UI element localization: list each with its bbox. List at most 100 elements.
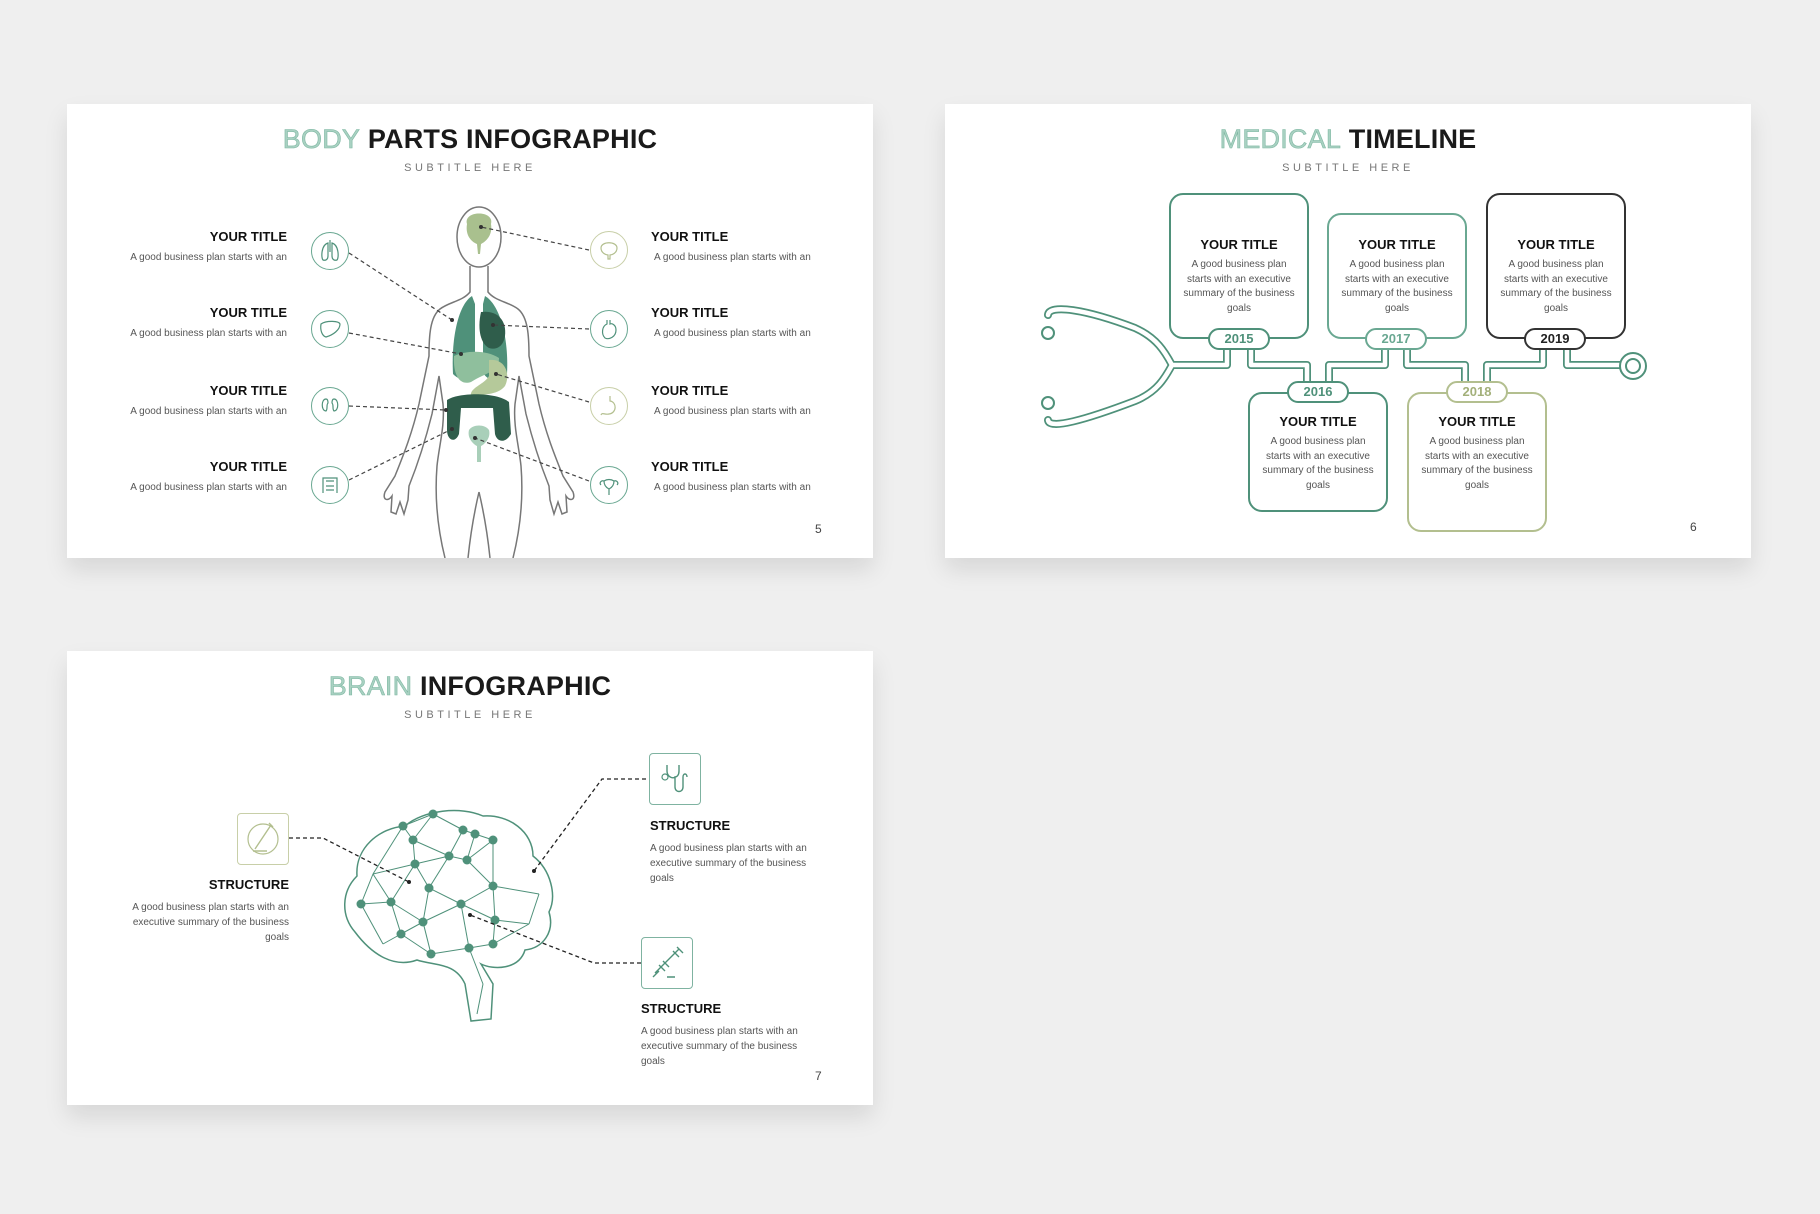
network-edge bbox=[466, 859, 494, 887]
uterus-organ bbox=[468, 425, 490, 462]
slide-brain-infographic[interactable]: BRAIN INFOGRAPHIC SUBTITLE HERE STRUCTUR… bbox=[67, 651, 873, 1105]
network-edge bbox=[412, 839, 450, 857]
network-node bbox=[458, 825, 468, 835]
page-number: 7 bbox=[815, 1069, 822, 1083]
organs bbox=[447, 213, 511, 462]
network-edge bbox=[430, 947, 470, 955]
year-badge-2015: 2015 bbox=[1208, 328, 1270, 350]
body-left-half bbox=[383, 266, 471, 558]
legs-inner bbox=[467, 491, 491, 558]
slide-medical-timeline[interactable]: MEDICAL TIMELINE SUBTITLE HERE YOUR TITL… bbox=[945, 104, 1751, 558]
structure-desc: A good business plan starts with an exec… bbox=[650, 843, 807, 884]
network-node bbox=[470, 829, 480, 839]
network-edge bbox=[448, 829, 464, 857]
title-outline-word: BRAIN bbox=[328, 671, 413, 702]
structure-title: STRUCTURE bbox=[641, 1001, 722, 1016]
slide-title: BRAIN INFOGRAPHIC bbox=[67, 671, 873, 702]
network-node bbox=[410, 859, 420, 869]
syringe-icon bbox=[641, 937, 693, 989]
intestine-icon bbox=[311, 466, 349, 504]
timeline-card-2018: YOUR TITLE A good business plan starts w… bbox=[1407, 392, 1547, 532]
network-node bbox=[386, 897, 396, 907]
network-edge bbox=[528, 893, 540, 925]
network-edge bbox=[492, 923, 530, 945]
body-right-half bbox=[487, 266, 575, 558]
network-node bbox=[464, 943, 474, 953]
card-title: YOUR TITLE bbox=[1358, 237, 1436, 252]
stethoscope-icon bbox=[649, 753, 701, 805]
network-edge bbox=[400, 933, 432, 955]
network-edge bbox=[390, 863, 416, 903]
lungs-icon bbox=[311, 232, 349, 270]
timeline-card-2019: YOUR TITLE A good business plan starts w… bbox=[1486, 193, 1626, 339]
network-edge bbox=[428, 855, 450, 889]
kidneys-icon bbox=[311, 387, 349, 425]
network-node bbox=[424, 883, 434, 893]
network-node bbox=[490, 915, 500, 925]
network-edge bbox=[360, 903, 384, 945]
network-node bbox=[356, 899, 366, 909]
network-edge bbox=[372, 863, 416, 875]
slide-body-parts[interactable]: BODY PARTS INFOGRAPHIC SUBTITLE HERE bbox=[67, 104, 873, 558]
network-edge bbox=[466, 833, 476, 861]
left-item-desc: A good business plan starts with an bbox=[130, 328, 287, 339]
title-solid-words: PARTS INFOGRAPHIC bbox=[367, 124, 658, 154]
right-item-title: YOUR TITLE bbox=[651, 305, 729, 320]
network-edge bbox=[432, 813, 464, 831]
network-edge bbox=[492, 885, 540, 895]
year-badge-2019: 2019 bbox=[1524, 328, 1586, 350]
network-edge bbox=[468, 947, 484, 985]
left-item-desc: A good business plan starts with an bbox=[130, 252, 287, 263]
uterus-icon bbox=[590, 466, 628, 504]
card-title: YOUR TITLE bbox=[1279, 414, 1357, 429]
card-desc: A good business plan starts with an exec… bbox=[1262, 436, 1374, 491]
year-badge-2018: 2018 bbox=[1446, 381, 1508, 403]
page-number: 5 bbox=[815, 522, 822, 536]
page-number: 6 bbox=[1690, 520, 1697, 534]
card-title: YOUR TITLE bbox=[1200, 237, 1278, 252]
left-item-title: YOUR TITLE bbox=[209, 305, 287, 320]
card-title: YOUR TITLE bbox=[1517, 237, 1595, 252]
liver-organ bbox=[453, 351, 499, 383]
heart-organ bbox=[479, 311, 506, 349]
right-item-desc: A good business plan starts with an bbox=[654, 406, 811, 417]
body-figure bbox=[348, 206, 590, 558]
slide-subtitle: SUBTITLE HERE bbox=[1282, 162, 1414, 174]
card-title: YOUR TITLE bbox=[1438, 414, 1516, 429]
brain-organ bbox=[466, 213, 492, 254]
stomach-organ bbox=[470, 359, 508, 396]
structure-title: STRUCTURE bbox=[650, 818, 731, 833]
connector-lines bbox=[348, 226, 590, 482]
network-edge bbox=[360, 901, 392, 905]
card-desc: A good business plan starts with an exec… bbox=[1341, 259, 1453, 314]
left-item-desc: A good business plan starts with an bbox=[130, 406, 287, 417]
network-edge bbox=[422, 903, 462, 923]
right-item-desc: A good business plan starts with an bbox=[654, 328, 811, 339]
title-outline-word: MEDICAL bbox=[1219, 124, 1342, 155]
network-edge bbox=[460, 903, 496, 921]
right-item-title: YOUR TITLE bbox=[651, 459, 729, 474]
timeline-card-2015: YOUR TITLE A good business plan starts w… bbox=[1169, 193, 1309, 339]
timeline-card-2016: YOUR TITLE A good business plan starts w… bbox=[1248, 392, 1388, 512]
network-node bbox=[488, 881, 498, 891]
network-edge bbox=[422, 887, 430, 923]
structure-title: STRUCTURE bbox=[208, 877, 289, 892]
year-badge-2016: 2016 bbox=[1287, 381, 1349, 403]
network-edge bbox=[414, 863, 430, 889]
network-node bbox=[444, 851, 454, 861]
stethoscope-timeline-line bbox=[1041, 305, 1647, 428]
head-outline bbox=[456, 206, 502, 268]
brain-network bbox=[289, 778, 646, 1022]
left-item-title: YOUR TITLE bbox=[209, 229, 287, 244]
heart-icon bbox=[590, 310, 628, 348]
network-edge bbox=[428, 887, 462, 905]
network-node bbox=[428, 809, 438, 819]
network-node bbox=[456, 899, 466, 909]
network-node bbox=[488, 939, 498, 949]
network-node bbox=[396, 929, 406, 939]
network-node bbox=[462, 855, 472, 865]
network-edge bbox=[372, 825, 404, 875]
left-item-title: YOUR TITLE bbox=[209, 459, 287, 474]
earpiece-bottom bbox=[1041, 396, 1055, 410]
earpiece-top bbox=[1041, 326, 1055, 340]
